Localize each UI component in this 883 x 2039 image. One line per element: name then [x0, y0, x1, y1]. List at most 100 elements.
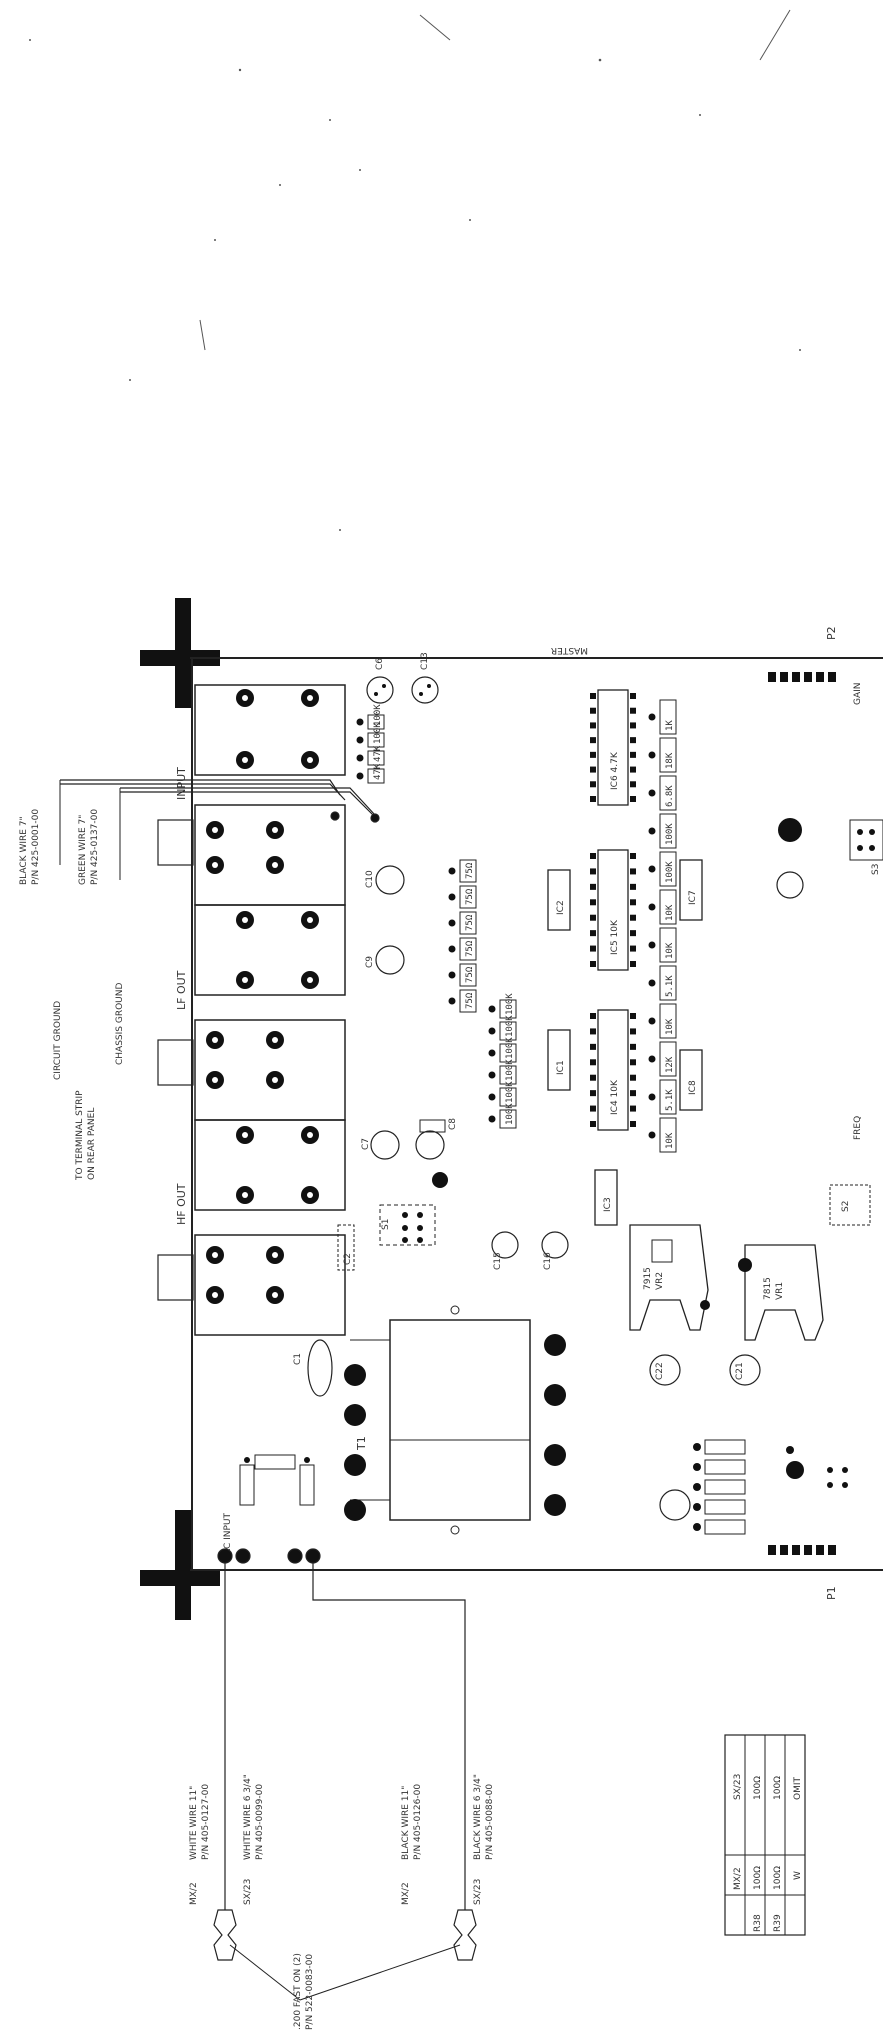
ic-pin [630, 945, 636, 952]
ic-pin [590, 1105, 596, 1112]
transformer: T1 [344, 1305, 566, 1535]
lf-out-jack [157, 904, 346, 1121]
input-jack [157, 684, 346, 906]
ic-pin [590, 1121, 596, 1127]
svg-text:S2: S2 [841, 1201, 851, 1212]
wire-notes-top: BLACK WIRE 7" P/N 425-0001-00 GREEN WIRE… [19, 780, 125, 1181]
ic-pin [590, 1013, 596, 1019]
resistor-value: 18K [665, 752, 675, 769]
registration-mark-top [140, 598, 220, 708]
switch-s1: S1 [379, 1204, 436, 1246]
resistor-pad [448, 945, 456, 953]
mounting-hole [432, 1172, 448, 1188]
resistor-pad [488, 1005, 496, 1013]
resistor-value: 10K [665, 904, 675, 921]
ic-pin [590, 899, 596, 906]
ic-pin [590, 751, 596, 758]
ic-chain [590, 693, 636, 1127]
resistor [499, 999, 517, 1019]
resistor-value: 100K [505, 993, 515, 1015]
table-row-r39: R39 [773, 1914, 783, 1932]
resistor-pad [448, 893, 456, 901]
svg-text:C15: C15 [493, 1252, 503, 1270]
resistor-pad [648, 751, 656, 759]
note-chassis-ground: CHASSIS GROUND [115, 983, 125, 1065]
resistor-value: 47K [373, 763, 383, 780]
ic-pin [630, 1121, 636, 1127]
ic-pin [630, 899, 636, 906]
resistor-value: 100K [505, 1037, 515, 1059]
ic-pin [590, 853, 596, 859]
ic5: IC5 10K [597, 849, 629, 971]
note-terminal-strip-1: TO TERMINAL STRIP [75, 1090, 85, 1181]
resistor-pad [648, 1093, 656, 1101]
capacitor-c22: C22 [649, 1354, 681, 1386]
fast-on-connector-right [453, 1909, 477, 1961]
resistor [459, 911, 477, 935]
ic-pin [590, 693, 596, 699]
svg-text:IC1: IC1 [556, 1060, 566, 1075]
resistor [367, 750, 385, 766]
connector-p2 [768, 672, 836, 682]
resistor [659, 699, 677, 735]
note-black-wire-11-pn: P/N 405-0126-00 [413, 1784, 423, 1860]
svg-text:C21: C21 [735, 1362, 745, 1380]
note-black-wire-634: BLACK WIRE 6 3/4" [473, 1774, 483, 1860]
table-cell-r38-mx: 100Ω [753, 1866, 763, 1890]
ic4: IC4 10K [597, 1009, 629, 1131]
resistor-pad [648, 903, 656, 911]
svg-text:7915: 7915 [643, 1267, 653, 1290]
svg-text:VR2: VR2 [655, 1272, 665, 1290]
ac-input-resistors [239, 1454, 315, 1506]
ic-pin [590, 1090, 596, 1097]
resistor-value: 100K [665, 861, 675, 883]
resistor [499, 1021, 517, 1041]
resistor [499, 1109, 517, 1129]
ic7: IC7 [679, 859, 703, 921]
ic-pin [590, 930, 596, 937]
resistor [459, 989, 477, 1013]
resistor [459, 859, 477, 883]
resistor-value: 100K [505, 1081, 515, 1103]
note-black-wire-11: BLACK WIRE 11" [401, 1786, 411, 1860]
resistor-value: 1K [665, 720, 675, 731]
ic-pin [630, 781, 636, 788]
note-black-wire-7: BLACK WIRE 7" [19, 816, 29, 885]
table-cell-r38-sx: 100Ω [753, 1776, 763, 1800]
resistor-pad [648, 1055, 656, 1063]
ic2: IC2 [547, 869, 571, 931]
ic3: IC3 [594, 1169, 618, 1226]
svg-text:IC2: IC2 [556, 900, 566, 915]
table-row-r38: R38 [753, 1914, 763, 1932]
resistor [499, 1043, 517, 1063]
ac-input-wires [217, 1548, 466, 1910]
table-header-sx23: SX/23 [733, 1774, 743, 1800]
resistor [659, 889, 677, 925]
ic-pin [590, 868, 596, 875]
ic-pin [630, 961, 636, 967]
capacitor-c1: C1 [293, 1339, 333, 1397]
note-mx2-b: MX/2 [401, 1882, 411, 1905]
resistor [499, 1087, 517, 1107]
svg-text:S1: S1 [381, 1219, 391, 1230]
resistor-pad [448, 867, 456, 875]
capacitor-c10: C10 [365, 865, 405, 895]
note-green-wire-7-pn: P/N 425-0137-00 [90, 809, 100, 885]
regulator-vr1: 7815 VR1 [738, 1244, 824, 1341]
resistor-value: 75Ω [465, 862, 475, 879]
note-black-wire-7-pn: P/N 425-0001-00 [31, 809, 41, 885]
label-hf-out: HF OUT [175, 1183, 188, 1225]
ic-pin [590, 766, 596, 773]
capacitor-c8: C8 [415, 1118, 458, 1160]
resistor-pad [648, 941, 656, 949]
ic-pin [630, 707, 636, 714]
note-fast-on: .200 FAST ON (2) [293, 1953, 303, 2030]
regulator-vr2: 7915 VR2 [629, 1224, 710, 1331]
ic-pin [590, 796, 596, 802]
resistor-pad [648, 789, 656, 797]
ic-pin [630, 722, 636, 729]
resistor [659, 1041, 677, 1077]
resistor [659, 851, 677, 887]
